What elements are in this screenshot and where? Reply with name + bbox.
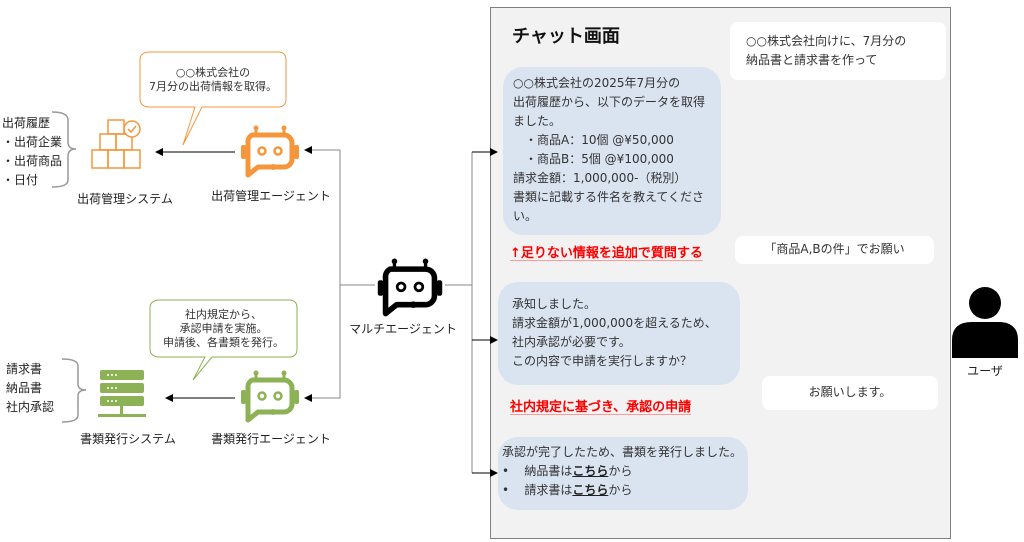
annotation-note: ↑足りない情報を追加で質問する (510, 246, 703, 261)
list-item: 請求書 (6, 362, 43, 376)
bot-message: 承知しました。 請求金額が1,000,000を超えるため、 社内承認が必要です。… (498, 282, 740, 385)
documents-system-label: 書類発行システム (80, 432, 176, 446)
documents-bubble-text: 社内規定から、 承認申請を実施。 申請後、各書類を発行。 (163, 308, 284, 349)
list-item: 出荷履歴 (2, 116, 51, 130)
list-item: ・出荷商品 (2, 154, 63, 168)
multi-agent-label: マルチエージェント (349, 322, 457, 336)
documents-agent-robot-icon (241, 371, 299, 421)
annotation-note: 社内規定に基づき、承認の申請 (510, 400, 692, 415)
shipping-boxes-icon (91, 119, 141, 169)
shipping-agent-robot-icon (241, 126, 299, 176)
final-message-line: 承認が完了したため、書類を発行しました。 (502, 445, 743, 459)
item-text: 納品書は (524, 464, 573, 478)
list-item: ・日付 (2, 173, 39, 187)
multi-agent-robot-icon (378, 259, 442, 314)
document-link-item: • 納品書はこちらから (502, 464, 633, 478)
shipping-bubble-text: ○○株式会社の 7月分の出荷情報を取得。 (149, 66, 277, 93)
user-label: ユーザ (967, 364, 1003, 378)
user-message: 「商品A,Bの件」でお願い (735, 236, 934, 264)
shipping-agent-label: 出荷管理エージェント (211, 189, 331, 203)
item-text: から (608, 483, 633, 497)
item-text: 請求書は (524, 483, 573, 497)
chat-title: チャット画面 (512, 26, 620, 47)
bot-message: ○○株式会社の2025年7月分の 出荷履歴から、以下のデータを取得 ました。 ・… (503, 67, 721, 235)
delivery-note-link[interactable]: こちら (572, 464, 609, 478)
shipping-system-label: 出荷管理システム (77, 192, 173, 206)
shipping-speech-bubble (139, 51, 287, 146)
document-link-item: • 請求書はこちらから (502, 483, 633, 497)
item-text: から (608, 464, 633, 478)
user-icon (952, 287, 1018, 358)
server-icon (98, 370, 146, 417)
shipping-data-list: 出荷履歴 ・出荷企業 ・出荷商品 ・日付 (2, 114, 62, 190)
documents-data-list: 請求書 納品書 社内承認 (6, 360, 54, 417)
list-item: ・出荷企業 (2, 135, 63, 149)
list-item: 社内承認 (6, 400, 55, 414)
documents-speech-bubble (149, 299, 298, 381)
user-message: ○○株式会社向けに、7月分の 納品書と請求書を作って (730, 22, 946, 80)
invoice-link[interactable]: こちら (572, 483, 609, 497)
bot-message-final: 承認が完了したため、書類を発行しました。 • 納品書はこちらから • 請求書はこ… (498, 437, 748, 510)
list-item: 納品書 (6, 381, 43, 395)
user-message: お願いします。 (762, 376, 938, 410)
documents-agent-label: 書類発行エージェント (211, 432, 331, 446)
